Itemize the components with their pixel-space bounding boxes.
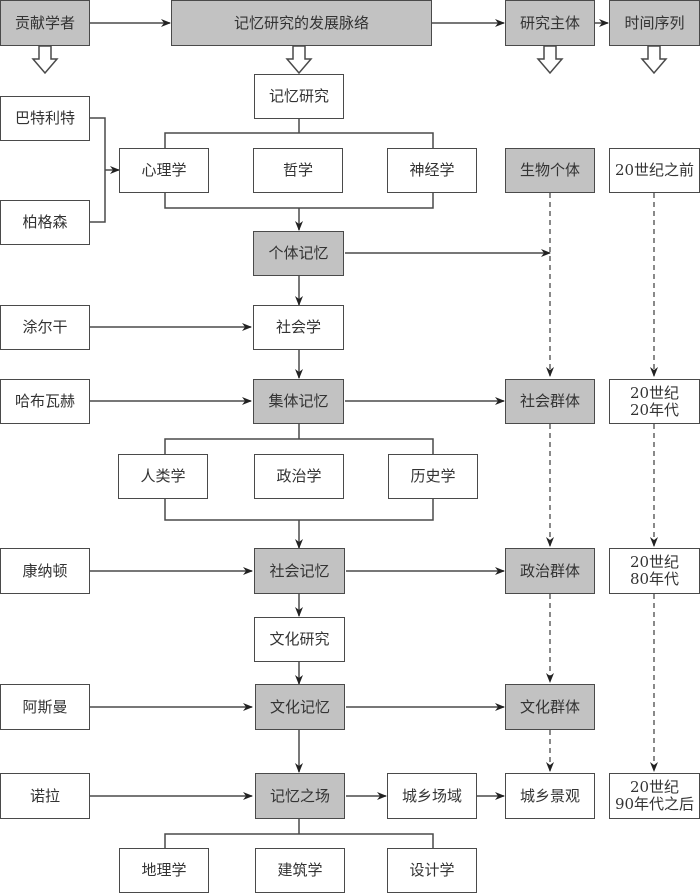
node-neuroscience: 神经学	[387, 148, 477, 193]
scholar-durkheim: 涂尔干	[0, 305, 90, 350]
node-urban-rural-field: 城乡场域	[387, 773, 477, 819]
node-cultural-memory: 文化记忆	[255, 684, 345, 730]
time-before-20c: 20世纪之前	[609, 148, 700, 193]
time-20c-20s: 20世纪 20年代	[609, 379, 700, 424]
branch-memory-research	[164, 119, 434, 148]
node-design: 设计学	[387, 848, 477, 893]
time-20c-80s: 20世纪 80年代	[609, 548, 700, 594]
hollow-arrow-subject	[536, 45, 564, 75]
header-timeline: 时间序列	[609, 0, 700, 46]
subject-political-group: 政治群体	[505, 548, 595, 594]
node-collective-memory: 集体记忆	[253, 379, 344, 424]
node-history: 历史学	[388, 454, 478, 499]
node-memory-research: 记忆研究	[254, 74, 344, 119]
subject-cultural-group: 文化群体	[505, 684, 595, 730]
node-architecture: 建筑学	[255, 848, 345, 893]
branch-collective-memory	[164, 424, 434, 455]
node-philosophy: 哲学	[253, 148, 343, 193]
merge-disciplines-2	[164, 499, 434, 521]
node-anthropology: 人类学	[118, 454, 208, 499]
branch-lieux	[164, 819, 434, 848]
node-lieux-de-memoire: 记忆之场	[255, 773, 345, 819]
header-subject: 研究主体	[505, 0, 595, 46]
scholar-connerton: 康纳顿	[0, 548, 90, 594]
node-cultural-studies: 文化研究	[254, 617, 345, 662]
subject-social-group: 社会群体	[505, 379, 595, 424]
merge-disciplines-1	[164, 193, 434, 209]
node-psychology: 心理学	[119, 148, 209, 193]
header-context: 记忆研究的发展脉络	[171, 0, 432, 46]
node-sociology: 社会学	[253, 305, 344, 350]
scholar-assmann: 阿斯曼	[0, 684, 90, 730]
scholar-nora: 诺拉	[0, 773, 90, 819]
node-political-science: 政治学	[254, 454, 344, 499]
hollow-arrow-timeline	[640, 45, 668, 75]
scholar-halbwachs: 哈布瓦赫	[0, 379, 90, 424]
hollow-arrow-context	[285, 45, 313, 75]
bracket-bartlett-bergson	[90, 117, 106, 223]
node-social-memory: 社会记忆	[254, 548, 345, 594]
scholar-bartlett: 巴特利特	[0, 96, 90, 141]
subject-biological-individual: 生物个体	[505, 148, 595, 193]
subject-urban-rural-landscape: 城乡景观	[505, 773, 595, 819]
hollow-arrow-scholars	[31, 45, 59, 75]
time-after-20c-90s: 20世纪 90年代之后	[609, 773, 700, 819]
node-individual-memory: 个体记忆	[253, 231, 344, 276]
header-scholars: 贡献学者	[0, 0, 90, 46]
node-geography: 地理学	[119, 848, 209, 893]
scholar-bergson: 柏格森	[0, 200, 90, 245]
